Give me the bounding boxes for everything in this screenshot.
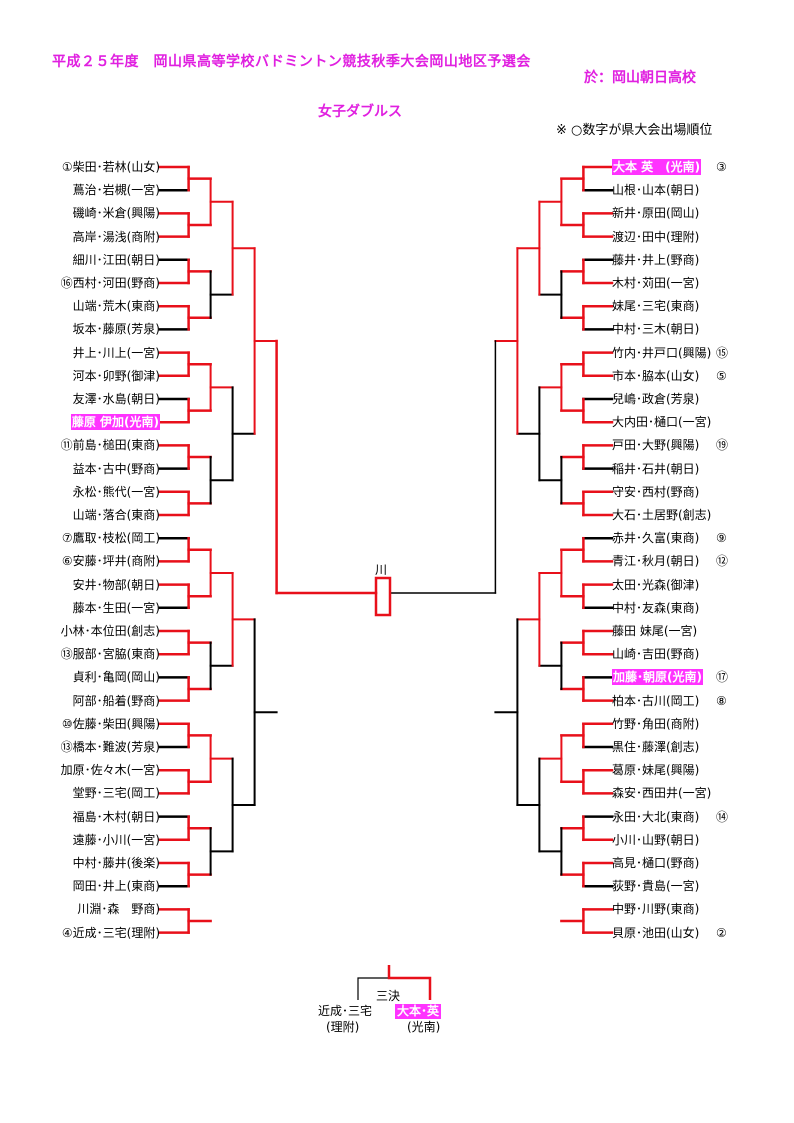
- right-entry: 太田･光森(御津): [612, 577, 700, 592]
- left-entry: 岡田･井上(東商): [72, 879, 160, 894]
- rank-mark: ⑨: [716, 531, 727, 546]
- right-entry: 妹尾･三宅(東商): [612, 299, 700, 314]
- right-entry: 中村･三木(朝日): [612, 322, 700, 337]
- left-entry: 井上･川上(一宮): [72, 345, 160, 360]
- rank-mark: ③: [716, 160, 727, 174]
- event-title: 女子ダブルス: [318, 104, 402, 120]
- left-entry: ①柴田･若林(山女): [61, 160, 160, 174]
- left-entry: 藤本･生田(一宮): [72, 600, 160, 615]
- right-entry: 竹内･井戸口(興陽): [612, 345, 712, 360]
- left-entry: 川淵･森 野商): [77, 902, 160, 917]
- left-entry: ⑯西村･河田(野商): [60, 276, 160, 290]
- left-entry: 永松･熊代(一宮): [72, 484, 160, 499]
- right-entry: 柏本･古川(岡工): [612, 693, 700, 708]
- right-entry: 加藤･朝原(光南): [612, 669, 703, 686]
- left-entry: 山端･荒木(東商): [72, 299, 160, 314]
- ranking-note: ※ ○数字が県大会出場順位: [556, 123, 713, 138]
- third-place-right-line: [387, 965, 432, 1000]
- left-entry: 益本･古中(野商): [72, 461, 160, 476]
- right-entry: 木村･苅田(一宮): [612, 276, 700, 290]
- left-entry: ⑬橋本･難波(芳泉): [60, 740, 160, 754]
- right-entry: 中村･友森(東商): [612, 600, 700, 615]
- left-entry: ⑥安藤･坪井(商附): [61, 554, 160, 569]
- left-entry: 中村･藤井(後楽): [72, 856, 160, 870]
- right-entry: 山崎･吉田(野商): [612, 647, 700, 662]
- left-entry: 加原･佐々木(一宮): [60, 763, 160, 778]
- right-entry: 藤井･井上(野商): [612, 252, 700, 267]
- right-entry: 荻野･貴島(一宮): [612, 879, 700, 894]
- right-entry: 守安･西村(野商): [612, 484, 700, 499]
- right-entry: 大本 英 (光南): [612, 159, 702, 175]
- left-entry: 友澤･水島(朝日): [72, 392, 160, 406]
- rank-mark: ⑰: [716, 670, 729, 685]
- left-entry: 細川･江田(朝日): [72, 252, 160, 267]
- right-entry: 赤井･久富(東商): [612, 531, 700, 546]
- page-title: 平成２５年度 岡山県高等学校バドミントン競技秋季大会岡山地区予選会: [52, 54, 531, 70]
- left-entry: 山端･落合(東商): [72, 508, 160, 522]
- left-entry: 坂本･藤原(芳泉): [72, 322, 160, 337]
- right-entry: 高見･樋口(野商): [612, 856, 700, 870]
- final-label: 川: [375, 563, 388, 577]
- left-entry: 安井･物部(朝日): [72, 577, 160, 592]
- right-entry: 市本･脇本(山女): [612, 368, 700, 383]
- rank-mark: ⑭: [716, 809, 729, 824]
- third-place-left-line: [357, 977, 389, 1000]
- right-entry: 小川･山野(朝日): [612, 832, 700, 847]
- left-entry: 河本･卯野(御津): [72, 368, 160, 383]
- right-entry: 兒嶋･政倉(芳泉): [612, 392, 700, 406]
- right-entry: 戸田･大野(興陽): [612, 438, 700, 453]
- left-entry: 磯崎･米倉(興陽): [72, 206, 160, 221]
- left-entry: 遠藤･小川(一宮): [72, 832, 160, 847]
- right-entry: 永田･大北(東商): [612, 809, 700, 824]
- left-entry: ⑪前島･槌田(東商): [60, 438, 160, 453]
- left-entry: 阿部･船着(野商): [72, 693, 160, 708]
- right-entry: 竹野･角田(商附): [612, 716, 700, 731]
- third-place-right-school: (光南): [407, 1020, 441, 1034]
- final-box: [374, 576, 392, 617]
- left-entry: 高岸･湯浅(商附): [72, 229, 160, 244]
- rank-mark: ⑤: [716, 368, 727, 383]
- right-entry: 新井･原田(岡山): [612, 206, 700, 221]
- left-entry: 藤原 伊加(光南): [70, 414, 160, 431]
- rank-mark: ⑮: [716, 345, 729, 360]
- right-entry: 青江･秋月(朝日): [612, 554, 700, 569]
- left-entry: ⑩佐藤･柴田(興陽): [61, 716, 160, 731]
- right-entry: 渡辺･田中(理附): [612, 229, 700, 244]
- right-entry: 中野･川野(東商): [612, 902, 700, 917]
- rank-mark: ⑫: [716, 554, 729, 569]
- right-entry: 森安･西田井(一宮): [612, 786, 712, 801]
- third-place-label: 三決: [376, 989, 401, 1003]
- third-place-left-name: 近成･三宅: [318, 1004, 373, 1018]
- left-entry: 蔦治･岩槻(一宮): [72, 183, 160, 198]
- right-entry: 稲井･石井(朝日): [612, 461, 700, 476]
- venue-label: 於：岡山朝日高校: [584, 70, 696, 86]
- left-entry: 貞利･亀岡(岡山): [72, 670, 160, 685]
- right-entry: 黒住･藤澤(創志): [612, 740, 700, 754]
- right-entry: 葛原･妹尾(興陽): [612, 763, 700, 778]
- right-entry: 大石･土居野(創志): [612, 508, 712, 522]
- third-place-left-school: (理附): [326, 1020, 360, 1034]
- right-entry: 大内田･樋口(一宮): [612, 415, 712, 430]
- right-entry: 山根･山本(朝日): [612, 183, 700, 198]
- rank-mark: ⑧: [716, 693, 727, 708]
- rank-mark: ②: [716, 925, 727, 940]
- third-place-right-name: 大本･英: [395, 1004, 442, 1019]
- left-entry: 堂野･三宅(岡工): [72, 786, 160, 801]
- left-entry: ④近成･三宅(理附): [61, 925, 160, 940]
- right-entry: 貝原･池田(山女): [612, 925, 700, 940]
- rank-mark: ⑲: [716, 438, 729, 453]
- right-entry: 藤田 妹尾(一宮): [612, 624, 698, 638]
- left-entry: ⑦鷹取･枝松(岡工): [61, 531, 160, 546]
- left-entry: 福島･木村(朝日): [72, 809, 160, 824]
- left-entry: ⑬服部･宮脇(東商): [60, 647, 160, 662]
- left-entry: 小林･本位田(創志): [60, 624, 160, 638]
